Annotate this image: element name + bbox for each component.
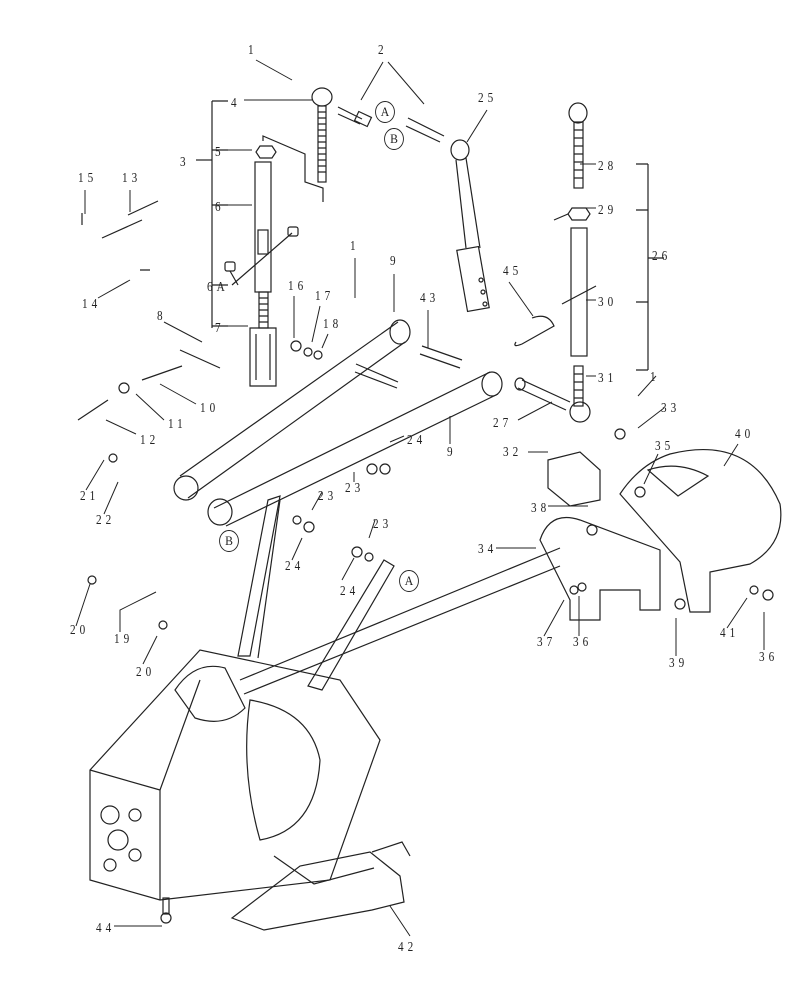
- callout-17: 17: [315, 289, 335, 304]
- callout-14: 14: [82, 297, 102, 312]
- callout-12: 12: [140, 433, 160, 448]
- callout-35: 35: [655, 439, 675, 454]
- callout-6: 6: [215, 200, 225, 215]
- callout-25: 25: [478, 91, 498, 106]
- callout-34: 34: [478, 542, 498, 557]
- callout-7: 7: [215, 321, 225, 336]
- callout-39: 39: [669, 656, 689, 671]
- top-link-right: [514, 102, 664, 507]
- callout-5: 5: [215, 145, 225, 160]
- callout-42: 42: [398, 940, 418, 955]
- lower-links: [173, 319, 503, 527]
- callout-15: 15: [78, 171, 98, 186]
- lift-arms: [237, 495, 395, 691]
- callout-24: 24: [340, 584, 360, 599]
- callout-44: 44: [96, 921, 116, 936]
- callout-33: 33: [661, 401, 681, 416]
- callout-9: 9: [390, 254, 400, 269]
- callout-2: 2: [378, 43, 388, 58]
- callout-8: 8: [157, 309, 167, 324]
- callout-20: 20: [136, 665, 156, 680]
- callout-24: 24: [407, 433, 427, 448]
- reference-marker-a: A: [399, 570, 419, 592]
- callout-21: 21: [80, 489, 100, 504]
- callout-16: 16: [288, 279, 308, 294]
- lift-rod: [337, 106, 490, 313]
- rear-covers: [539, 448, 782, 621]
- callout-1: 1: [650, 370, 660, 385]
- reference-marker-b: B: [219, 530, 239, 552]
- callout-6a: 6A: [207, 280, 229, 295]
- fasteners: [77, 200, 774, 924]
- callout-3: 3: [180, 155, 190, 170]
- callout-1: 1: [248, 43, 258, 58]
- callout-19: 19: [114, 632, 134, 647]
- callout-11: 11: [168, 417, 187, 432]
- callout-26: 26: [652, 249, 672, 264]
- callout-27: 27: [493, 416, 513, 431]
- callout-22: 22: [96, 513, 116, 528]
- cross-shaft: [239, 547, 561, 695]
- callout-45: 45: [503, 264, 523, 279]
- callout-36: 36: [573, 635, 593, 650]
- callout-30: 30: [598, 295, 618, 310]
- callout-9: 9: [447, 445, 457, 460]
- callout-20: 20: [70, 623, 90, 638]
- callout-28: 28: [598, 159, 618, 174]
- callout-23: 23: [318, 489, 338, 504]
- callout-18: 18: [323, 317, 343, 332]
- callout-23: 23: [373, 517, 393, 532]
- callout-37: 37: [537, 635, 557, 650]
- transmission-housing: [89, 649, 381, 901]
- callout-1: 1: [350, 239, 360, 254]
- top-link-left: [196, 87, 333, 387]
- reference-marker-b: B: [384, 128, 404, 150]
- callout-13: 13: [122, 171, 142, 186]
- reference-marker-a: A: [375, 101, 395, 123]
- callout-29: 29: [598, 203, 618, 218]
- callout-36: 36: [759, 650, 779, 665]
- callout-24: 24: [285, 559, 305, 574]
- callout-41: 41: [720, 626, 740, 641]
- callout-32: 32: [503, 445, 523, 460]
- callout-43: 43: [420, 291, 440, 306]
- leader-lines: [75, 59, 765, 937]
- callout-23: 23: [345, 481, 365, 496]
- callout-38: 38: [531, 501, 551, 516]
- callout-31: 31: [598, 371, 618, 386]
- callout-10: 10: [200, 401, 220, 416]
- callout-4: 4: [231, 96, 241, 111]
- drawbar-bracket: [230, 841, 411, 931]
- callout-40: 40: [735, 427, 755, 442]
